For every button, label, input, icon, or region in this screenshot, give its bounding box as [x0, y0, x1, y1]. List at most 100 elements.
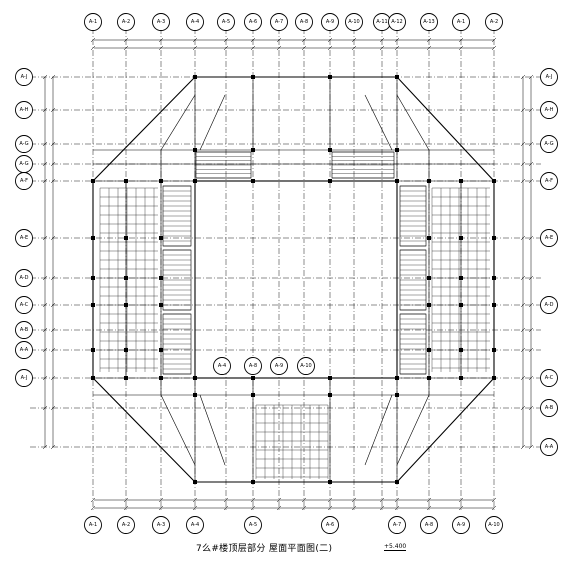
axis-bubble-top: A-8: [295, 13, 313, 31]
axis-bubble-left: A-G: [15, 135, 33, 153]
svg-text:A-2: A-2: [122, 19, 130, 25]
axis-bubble-interior: A-8: [244, 357, 262, 375]
axis-bubble-left: A-G: [15, 155, 33, 173]
axis-bubble-left: A-F: [15, 172, 33, 190]
svg-text:A-5: A-5: [249, 522, 257, 528]
svg-text:A-8: A-8: [300, 19, 308, 25]
axis-bubble-bottom: A-4: [186, 516, 204, 534]
axis-bubble-right: A-C: [540, 369, 558, 387]
axis-bubble-left: A-J: [15, 369, 33, 387]
svg-text:A-3: A-3: [157, 19, 165, 25]
axis-bubble-top: A-9: [321, 13, 339, 31]
svg-text:A-H: A-H: [20, 107, 29, 113]
svg-text:A-D: A-D: [545, 302, 554, 308]
svg-text:A-J: A-J: [546, 74, 553, 80]
axis-bubble-top: A-4: [186, 13, 204, 31]
axis-bubble-top: A-6: [244, 13, 262, 31]
svg-text:A-1: A-1: [89, 19, 97, 25]
axis-bubble-left: A-A: [15, 341, 33, 359]
axis-bubble-left: A-D: [15, 269, 33, 287]
axis-bubble-top: A-11: [373, 13, 391, 31]
axis-bubble-bottom: A-3: [152, 516, 170, 534]
dimension-lines: [42, 37, 534, 511]
axis-bubble-bottom: A-1: [84, 516, 102, 534]
axis-bubble-top: A-13: [420, 13, 438, 31]
row-axis-bubbles-right: A-J A-H A-G A-F A-E A-D A-C A-B A-A: [540, 68, 558, 456]
axis-bubble-top: A-7: [270, 13, 288, 31]
axis-bubble-right: A-D: [540, 296, 558, 314]
svg-text:A-9: A-9: [457, 522, 465, 528]
axis-bubble-top: A-1: [452, 13, 470, 31]
svg-text:A-G: A-G: [19, 161, 28, 167]
svg-text:A-D: A-D: [20, 275, 29, 281]
structural-framing: [91, 75, 496, 484]
axis-bubble-bottom: A-10: [485, 516, 503, 534]
elevation-level: +5.400: [384, 543, 407, 551]
axis-bubble-right: A-F: [540, 172, 558, 190]
svg-text:A-E: A-E: [545, 235, 553, 241]
axis-bubble-top: A-2: [485, 13, 503, 31]
svg-text:A-2: A-2: [122, 522, 130, 528]
svg-text:A-C: A-C: [545, 375, 554, 381]
column-axis-bubbles-bottom: A-1 A-2 A-3 A-4 A-5 A-6 A-7 A-8 A-9 A-10: [84, 516, 503, 534]
svg-text:A-11: A-11: [376, 19, 387, 25]
svg-text:A-3: A-3: [157, 522, 165, 528]
axis-bubble-right: A-G: [540, 135, 558, 153]
svg-text:A-A: A-A: [20, 347, 29, 353]
axis-bubble-interior: A-9: [270, 357, 288, 375]
svg-text:A-6: A-6: [249, 19, 257, 25]
drawing-title: 7么#楼顶层部分 屋面平面图(二): [196, 544, 333, 554]
axis-bubble-interior: A-10: [297, 357, 315, 375]
column-axis-bubbles-top: A-1 A-2 A-3 A-4 A-5 A-6 A-7 A-8 A-9 A-10 A-11 A-12 A…: [84, 13, 503, 31]
svg-text:A-4: A-4: [218, 363, 226, 369]
svg-text:A-8: A-8: [249, 363, 257, 369]
svg-text:A-13: A-13: [423, 19, 434, 25]
axis-bubble-top: A-3: [152, 13, 170, 31]
svg-text:A-A: A-A: [545, 444, 554, 450]
svg-text:A-4: A-4: [191, 19, 199, 25]
axis-bubble-right: A-E: [540, 229, 558, 247]
svg-text:A-12: A-12: [391, 19, 402, 25]
svg-text:A-7: A-7: [393, 522, 401, 528]
svg-text:A-9: A-9: [326, 19, 334, 25]
svg-text:A-10: A-10: [348, 19, 359, 25]
svg-text:A-G: A-G: [19, 141, 28, 147]
axis-bubble-top: A-5: [217, 13, 235, 31]
svg-text:A-B: A-B: [545, 405, 554, 411]
row-axis-bubbles-left: A-J A-H A-G A-G A-F A-E A-D A-C A-B A-A A-J: [15, 68, 33, 387]
axis-bubble-bottom: A-8: [420, 516, 438, 534]
axis-bubble-top: A-2: [117, 13, 135, 31]
axis-bubble-top: A-10: [345, 13, 363, 31]
svg-text:A-10: A-10: [300, 363, 311, 369]
svg-text:A-8: A-8: [425, 522, 433, 528]
axis-bubble-right: A-B: [540, 399, 558, 417]
axis-bubble-bottom: A-5: [244, 516, 262, 534]
axis-bubble-bottom: A-6: [321, 516, 339, 534]
axis-bubble-bottom: A-7: [388, 516, 406, 534]
svg-text:A-J: A-J: [21, 375, 28, 381]
axis-bubble-left: A-C: [15, 296, 33, 314]
axis-bubble-interior: A-4: [213, 357, 231, 375]
axis-bubble-right: A-J: [540, 68, 558, 86]
svg-text:A-10: A-10: [488, 522, 499, 528]
axis-bubble-left: A-E: [15, 229, 33, 247]
svg-text:A-2: A-2: [490, 19, 498, 25]
svg-text:A-F: A-F: [545, 178, 553, 184]
svg-text:A-9: A-9: [275, 363, 283, 369]
axis-bubble-bottom: A-2: [117, 516, 135, 534]
axis-bubbles-interior: A-4 A-8 A-9 A-10: [213, 357, 315, 375]
svg-text:A-H: A-H: [545, 107, 554, 113]
axis-bubble-right: A-A: [540, 438, 558, 456]
svg-text:A-E: A-E: [20, 235, 28, 241]
svg-text:A-6: A-6: [326, 522, 334, 528]
svg-text:A-1: A-1: [457, 19, 465, 25]
svg-text:A-7: A-7: [275, 19, 283, 25]
svg-text:A-J: A-J: [21, 74, 28, 80]
axis-bubble-bottom: A-9: [452, 516, 470, 534]
svg-text:A-G: A-G: [544, 141, 553, 147]
svg-text:A-4: A-4: [191, 522, 199, 528]
axis-bubble-left: A-J: [15, 68, 33, 86]
axis-bubble-left: A-B: [15, 321, 33, 339]
svg-text:A-5: A-5: [222, 19, 230, 25]
